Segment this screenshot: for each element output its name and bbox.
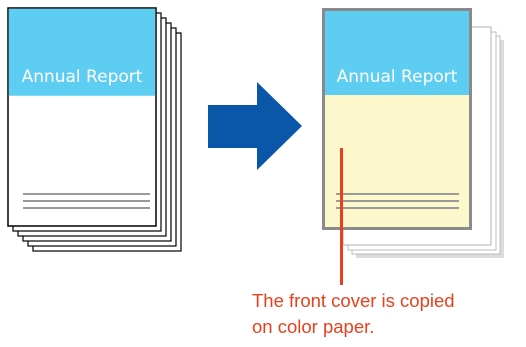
color-text-line-2 [336,200,459,202]
original-cover-header [8,8,156,96]
callout-line-2: on color paper. [252,316,375,337]
original-cover-title: Annual Report [22,67,143,87]
original-text-line-3 [23,207,150,209]
original-text-line-2 [23,200,150,202]
copied-document-stack: Annual Report [322,8,504,285]
original-text-line-1 [23,193,150,195]
color-cover-header [325,11,469,95]
color-text-line-3 [336,207,459,209]
callout-leader-line [340,148,343,285]
callout-note: The front cover is copied on color paper… [252,288,526,340]
color-cover-title: Annual Report [337,67,458,87]
original-document-stack: Annual Report [7,7,182,252]
original-front-cover: Annual Report [7,7,157,227]
color-paper-front-cover: Annual Report [322,8,472,230]
color-text-line-1 [336,193,459,195]
callout-line-1: The front cover is copied [252,290,455,311]
right-arrow-icon [208,82,302,170]
